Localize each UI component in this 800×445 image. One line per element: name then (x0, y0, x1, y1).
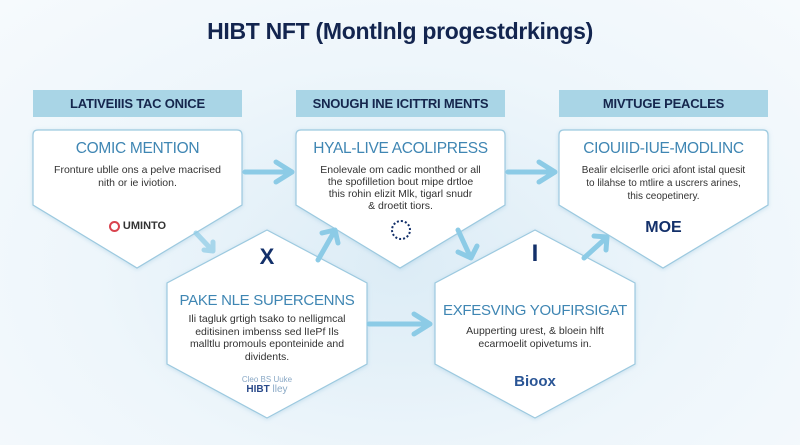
logo-bioox: Bioox (514, 373, 556, 390)
column-header-3: MIVTUGE PEACLES (559, 90, 768, 117)
logo-uminto: UMINTO (33, 220, 242, 232)
hex-supercenns: PAKE NLE SUPERCENNS Ili tagluk grtigh ts… (167, 292, 367, 395)
arrow-right-3 (366, 311, 433, 337)
hex-title: PAKE NLE SUPERCENNS (179, 292, 355, 309)
swirl-icon (108, 220, 120, 232)
hex-shape-1 (166, 229, 368, 419)
card-text: Bealir elciserlle orici afont istal ques… (581, 165, 746, 202)
logo-moe: MOE (645, 219, 682, 236)
card-title: CIOUIID-IUE-MODLINC (583, 140, 744, 157)
card-title: COMIC MENTION (75, 140, 200, 157)
clock-dial-icon (390, 220, 411, 240)
logo-line: Cleo BS Uuke (241, 375, 293, 384)
card-hyal-live: HYAL-LIVE ACOLIPRESS Enolevale om cadic … (296, 140, 505, 240)
column-header-1: LATIVEIIIS TAC ONICE (33, 90, 242, 117)
arrow-right-2 (505, 159, 558, 185)
bar-icon: I (531, 240, 539, 267)
card-cloud-modeling: CIOUIID-IUE-MODLINC Bealir elciserlle or… (559, 140, 768, 237)
card-shape-2 (295, 129, 506, 269)
card-title: HYAL-LIVE ACOLIPRESS (313, 140, 488, 157)
hex-shape-2 (434, 229, 636, 419)
arrow-down-left (193, 230, 216, 254)
hex-title: EXFESVING YOUFIRSIGAT (442, 302, 627, 319)
arrow-right-1 (242, 159, 295, 185)
hex-exfesving: EXFESVING YOUFIRSIGAT Aupperting urest, … (435, 302, 635, 390)
card-shape-3 (558, 129, 769, 269)
card-text: Enolevale om cadic monthed or all the sp… (320, 164, 481, 212)
column-header-2: SNOUGH INE ICITTRI MENTS (296, 90, 505, 117)
card-shape-1 (32, 129, 243, 269)
x-icon: X (259, 244, 275, 269)
arrow-up-1 (315, 227, 341, 263)
card-comic-mention: COMIC MENTION Fronture ublle ons a pelve… (33, 140, 242, 232)
arrow-down-2 (455, 227, 480, 261)
hex-text: Ili tagluk grtigh tsako to nelligmcal ed… (188, 313, 346, 363)
logo-hibt: HIBT lley (246, 384, 288, 395)
page-title: HIBT NFT (Montlnlg progestdrkings) (207, 18, 593, 44)
hex-text: Aupperting urest, & bloein hlft ecarmoel… (466, 325, 604, 350)
card-text: Fronture ublle ons a pelve macrised nith… (54, 164, 221, 189)
arrow-up-2 (581, 233, 610, 261)
